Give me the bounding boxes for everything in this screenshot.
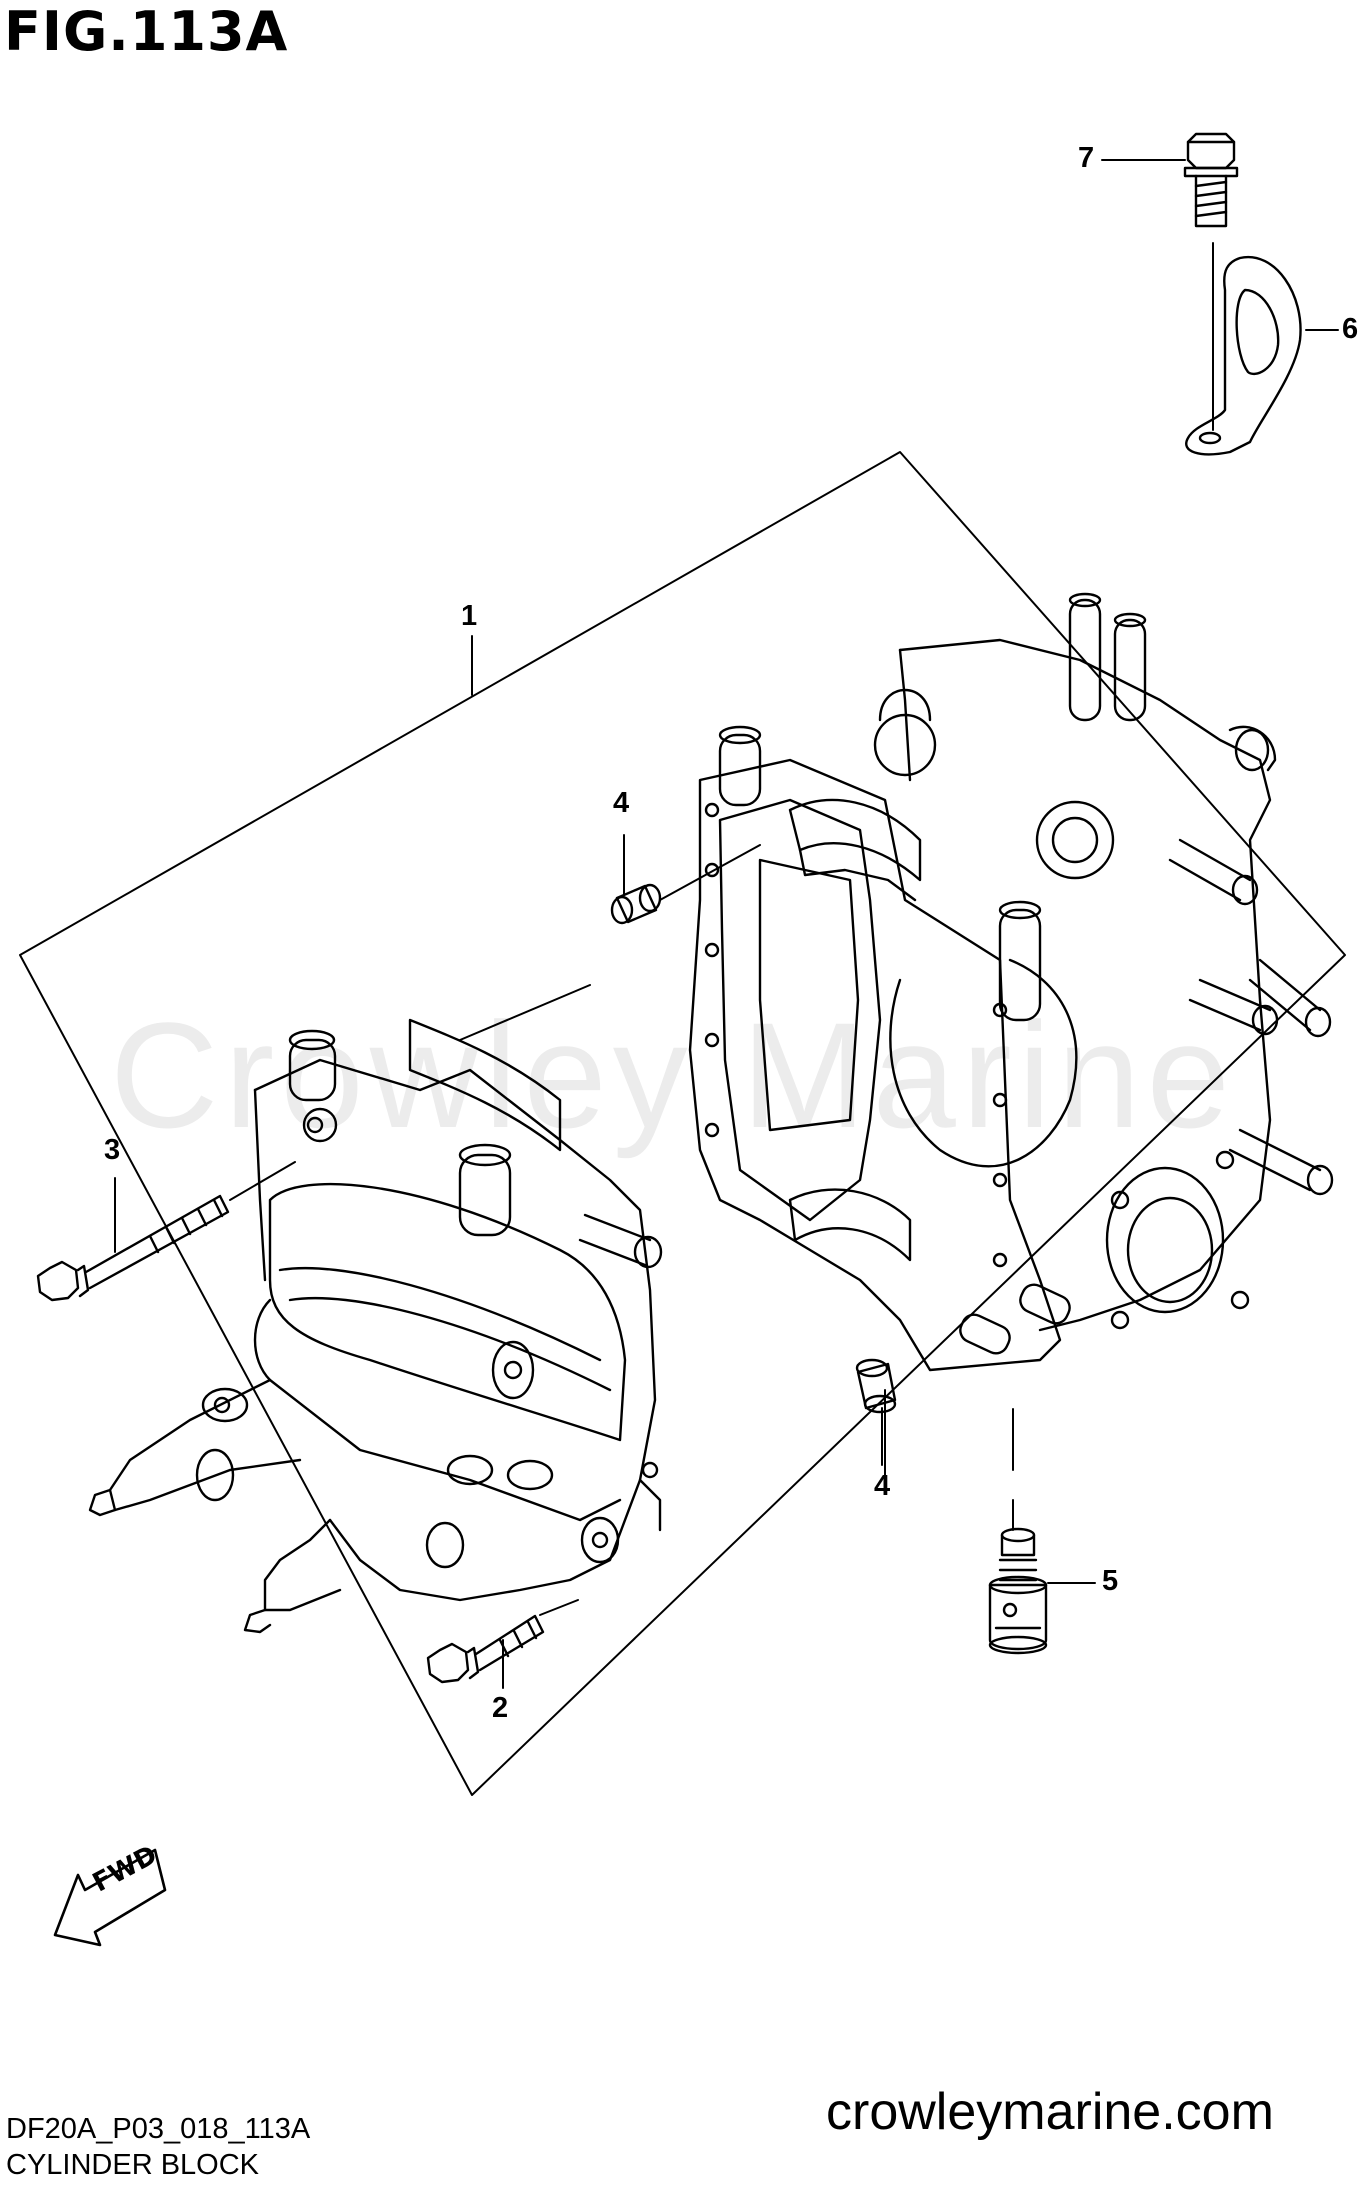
bolt-7 — [1183, 132, 1239, 228]
callout-5: 5 — [1102, 1565, 1119, 1597]
callout-3: 3 — [104, 1134, 121, 1166]
bolt-2 — [426, 1614, 545, 1684]
assembly-boundary — [19, 451, 1346, 1796]
callout-6: 6 — [1342, 313, 1359, 345]
figure-title: FIG.113A — [4, 0, 289, 63]
watermark: Crowley Marine — [110, 991, 1236, 1159]
diagram-name: CYLINDER BLOCK — [6, 2149, 260, 2181]
diagram-code: DF20A_P03_018_113A — [6, 2113, 311, 2145]
dowel-pin-lower — [855, 1358, 897, 1414]
fitting-5 — [988, 1527, 1048, 1655]
callout-2: 2 — [492, 1692, 509, 1724]
dowel-pin-upper — [610, 883, 662, 925]
crankcase — [88, 1018, 663, 1634]
bracket — [1185, 255, 1302, 456]
bolt-3 — [36, 1194, 230, 1302]
leader-lines — [114, 159, 1339, 1689]
fwd-arrow-icon — [53, 1848, 167, 1947]
callout-4-lower: 4 — [874, 1470, 891, 1502]
cylinder-block — [688, 592, 1334, 1372]
callout-1: 1 — [461, 600, 478, 632]
callout-4-upper: 4 — [613, 787, 630, 819]
site-url: crowleymarine.com — [826, 2083, 1274, 2141]
callout-7: 7 — [1078, 142, 1095, 174]
